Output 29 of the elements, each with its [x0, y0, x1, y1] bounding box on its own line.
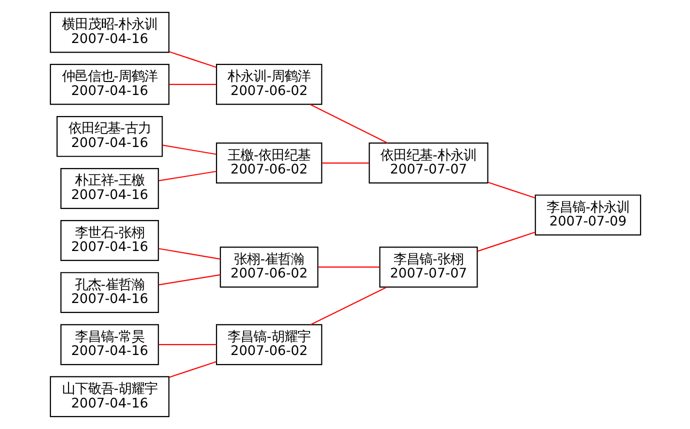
connector [318, 266, 380, 268]
connector [322, 162, 369, 164]
connector [488, 182, 535, 198]
node-box: 依田纪基-古力 2007-04-16 [56, 116, 162, 157]
node-box: 依田纪基-朴永训 2007-07-07 [368, 142, 488, 184]
node-box: 李昌镐-常昊 2007-04-16 [60, 324, 158, 366]
connector [158, 170, 216, 182]
node-box: 李昌镐-张栩 2007-07-07 [378, 246, 478, 288]
node-box: 张栩-崔哲瀚 2007-06-02 [219, 246, 318, 288]
connector [168, 84, 216, 85]
connector [158, 274, 220, 286]
node-box: 仲邑信也-周鹤洋 2007-04-16 [49, 64, 169, 105]
connector [162, 144, 216, 155]
node-box: 孔杰-崔哲瀚 2007-04-16 [60, 272, 158, 314]
connector [310, 104, 388, 144]
connector [158, 248, 220, 260]
connector [168, 361, 216, 378]
node-box: 李昌镐-胡耀宇 2007-06-02 [215, 324, 322, 366]
connector [477, 232, 535, 252]
node-box: 朴正祥-王檄 2007-04-16 [60, 168, 158, 209]
node-box: 山下敬吾-胡耀宇 2007-04-16 [49, 376, 169, 418]
node-box: 王檄-依田纪基 2007-06-02 [215, 142, 322, 184]
node-box: 横田茂昭-朴永训 2007-04-16 [49, 12, 169, 53]
node-box: 朴永训-周鹤洋 2007-06-02 [215, 64, 322, 105]
connector [158, 344, 216, 346]
node-box: 李昌镐-朴永训 2007-07-09 [534, 194, 641, 236]
node-box: 李世石-张栩 2007-04-16 [60, 220, 158, 261]
connector [168, 51, 216, 68]
connector [310, 286, 386, 326]
